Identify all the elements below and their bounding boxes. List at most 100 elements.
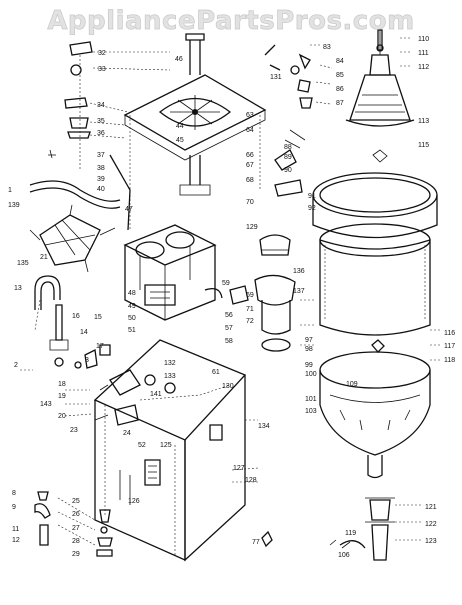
cabinet: [93, 339, 247, 562]
part-label: 98: [305, 346, 313, 353]
part-label: 64: [246, 127, 254, 134]
part-label: 119: [345, 530, 356, 537]
part-label: 1: [8, 187, 12, 194]
part-label: 18: [58, 381, 66, 388]
leveling-legs: [34, 491, 113, 557]
part-label: 40: [97, 186, 105, 193]
transmission-assembly: [123, 33, 267, 230]
part-label: 84: [336, 58, 344, 65]
part-label: 70: [246, 199, 254, 206]
part-label: 63: [246, 112, 254, 119]
leader-lines: [20, 37, 442, 546]
part-label: 110: [418, 36, 429, 43]
part-label: 118: [444, 357, 455, 364]
part-label: 68: [246, 177, 254, 184]
part-label: 44: [176, 123, 184, 130]
part-label: 45: [176, 137, 184, 144]
part-label: 133: [164, 373, 176, 380]
part-label: 28: [72, 538, 80, 545]
part-label: 128: [245, 477, 257, 484]
part-label: 111: [418, 50, 429, 57]
part-label: 126: [128, 498, 140, 505]
part-label: 21: [40, 254, 48, 261]
part-label: 61: [212, 369, 220, 376]
part-label: 46: [175, 56, 183, 63]
part-label: 71: [246, 306, 254, 313]
part-label: 132: [164, 360, 176, 367]
wiring-harness: [29, 204, 116, 273]
part-label: 88: [284, 144, 292, 151]
right-small-parts: [229, 44, 313, 352]
part-label: 8: [12, 490, 16, 497]
part-label: 122: [425, 521, 437, 528]
part-label: 15: [94, 314, 102, 321]
part-label: 125: [160, 442, 172, 449]
part-label: 134: [258, 423, 270, 430]
part-label: 3: [85, 357, 89, 364]
part-label: 33: [98, 66, 106, 73]
part-label: 135: [17, 260, 29, 267]
part-label: 56: [225, 312, 233, 319]
agitator: [345, 29, 415, 127]
part-label: 66: [246, 152, 254, 159]
part-label: 131: [270, 74, 282, 81]
part-label: 106: [338, 552, 350, 559]
part-label: 26: [72, 511, 80, 518]
part-label: 35: [97, 118, 105, 125]
part-label: 69: [246, 292, 254, 299]
part-label: 59: [222, 280, 230, 287]
part-label: 14: [80, 329, 88, 336]
part-label: 19: [58, 393, 66, 400]
part-label: 91: [308, 193, 316, 200]
part-label: 37: [97, 152, 105, 159]
part-label: 50: [128, 315, 136, 322]
part-label: 139: [8, 202, 20, 209]
part-label: 52: [138, 442, 146, 449]
part-label: 121: [425, 504, 437, 511]
part-label: 90: [284, 167, 292, 174]
part-label: 57: [225, 325, 233, 332]
part-label: 99: [305, 362, 313, 369]
drain-hose: [34, 275, 69, 367]
left-top-parts: [64, 41, 93, 170]
part-label: 9: [12, 504, 16, 511]
drive-shaft: [339, 497, 395, 561]
part-label: 103: [305, 408, 317, 415]
part-label: 67: [246, 162, 254, 169]
part-label: 130: [222, 383, 234, 390]
part-label: 92: [308, 205, 316, 212]
part-label: 16: [72, 313, 80, 320]
part-label: 123: [425, 538, 437, 545]
part-label: 77: [252, 539, 260, 546]
part-label: 101: [305, 396, 317, 403]
part-label: 38: [97, 165, 105, 172]
part-label: 12: [12, 537, 20, 544]
part-label: 100: [305, 371, 317, 378]
part-label: 137: [293, 288, 305, 295]
part-label: 85: [336, 72, 344, 79]
part-label: 2: [14, 362, 18, 369]
part-label: 112: [418, 64, 429, 71]
control-components: [74, 344, 176, 426]
part-label: 29: [72, 551, 80, 558]
part-label: 86: [336, 86, 344, 93]
part-label: 141: [150, 391, 162, 398]
part-label: 23: [70, 427, 78, 434]
part-label: 20: [58, 413, 66, 420]
part-label: 27: [72, 525, 80, 532]
part-label: 117: [444, 343, 455, 350]
bottom-small-parts: [261, 530, 351, 549]
outer-tub: [319, 339, 431, 479]
part-number-labels: 110 111 112 113 115 32 33 46 34 35 36 83…: [8, 36, 455, 559]
hose-assembly: [29, 149, 131, 231]
part-label: 143: [40, 401, 52, 408]
part-label: 113: [418, 118, 429, 125]
part-label: 136: [293, 268, 305, 275]
part-label: 129: [246, 224, 258, 231]
part-label: 34: [97, 102, 105, 109]
wash-tub: [312, 149, 438, 336]
part-label: 58: [225, 338, 233, 345]
part-label: 25: [72, 498, 80, 505]
